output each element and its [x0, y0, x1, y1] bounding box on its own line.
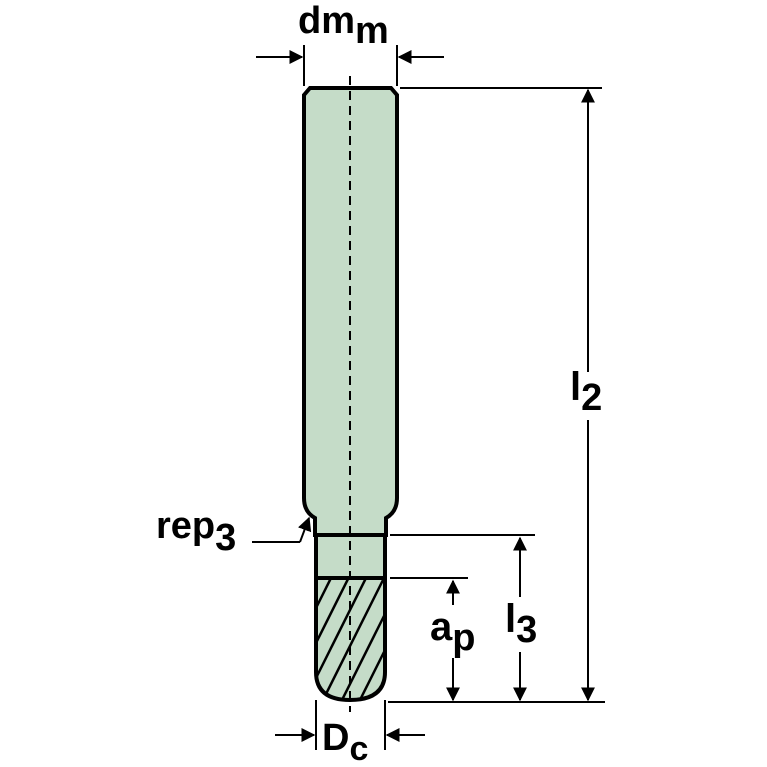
- label-l3: l3: [505, 597, 537, 651]
- label-l2: l2: [570, 365, 602, 419]
- callout-rep3: rep3: [156, 505, 312, 559]
- label-ap: ap: [430, 605, 475, 659]
- tool-body: [302, 76, 399, 712]
- label-dmm: dmm: [298, 0, 389, 52]
- label-rep3: rep3: [156, 505, 236, 559]
- dimension-ap: ap: [390, 577, 475, 702]
- shank: [302, 86, 399, 537]
- dimension-l2: l2: [388, 87, 605, 703]
- dimension-l3: l3: [390, 534, 537, 702]
- flute-hatching: [316, 578, 385, 700]
- dimension-dmm: dmm: [256, 0, 444, 86]
- dimension-dc: Dc: [275, 700, 425, 767]
- label-dc: Dc: [322, 717, 368, 767]
